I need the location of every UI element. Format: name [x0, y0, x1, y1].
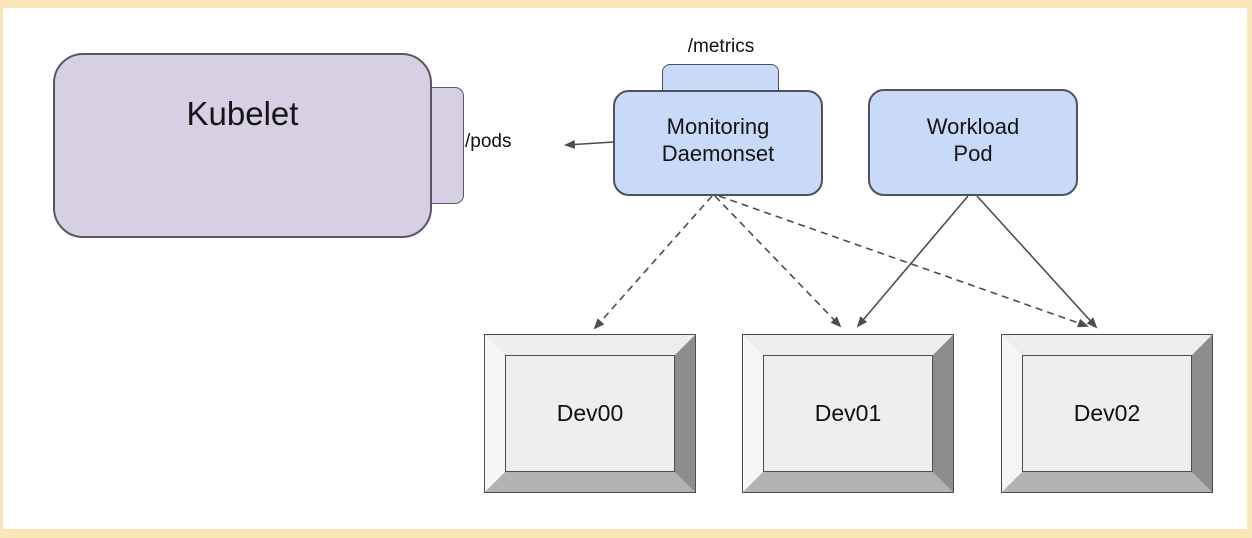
metrics-endpoint-label: /metrics: [687, 36, 755, 57]
node-dev02: Dev02: [1001, 334, 1213, 493]
edge-workload-pod-to-dev01: [856, 195, 969, 328]
node-dev02-label: Dev02: [1022, 355, 1192, 472]
node-workload-pod: Workload Pod: [868, 89, 1078, 196]
node-kubelet: Kubelet: [53, 53, 432, 238]
node-dev01-label: Dev01: [763, 355, 933, 472]
node-dev01: Dev01: [742, 334, 954, 493]
edge-monitoring-daemonset-to-dev00: [593, 195, 713, 330]
node-monitoring-daemonset: Monitoring Daemonset: [613, 90, 823, 196]
edge-monitoring-daemonset-to-dev01: [714, 195, 842, 328]
edge-workload-pod-to-dev02: [976, 195, 1098, 329]
edge-monitoring-daemonset-to-kubelet-pods: [564, 139, 615, 149]
node-workload-pod-label-line2: Pod: [953, 140, 993, 166]
node-workload-pod-label-line1: Workload: [926, 113, 1020, 139]
node-kubelet-label: Kubelet: [186, 95, 299, 132]
node-dev00-label: Dev00: [505, 355, 675, 472]
pods-endpoint-label: /pods: [465, 131, 512, 152]
node-dev00: Dev00: [484, 334, 696, 493]
node-monitoring-daemonset-label-line2: Daemonset: [661, 141, 775, 166]
edge-monitoring-daemonset-to-dev02: [718, 195, 1089, 328]
node-monitoring-daemonset-label-line1: Monitoring: [666, 114, 770, 139]
